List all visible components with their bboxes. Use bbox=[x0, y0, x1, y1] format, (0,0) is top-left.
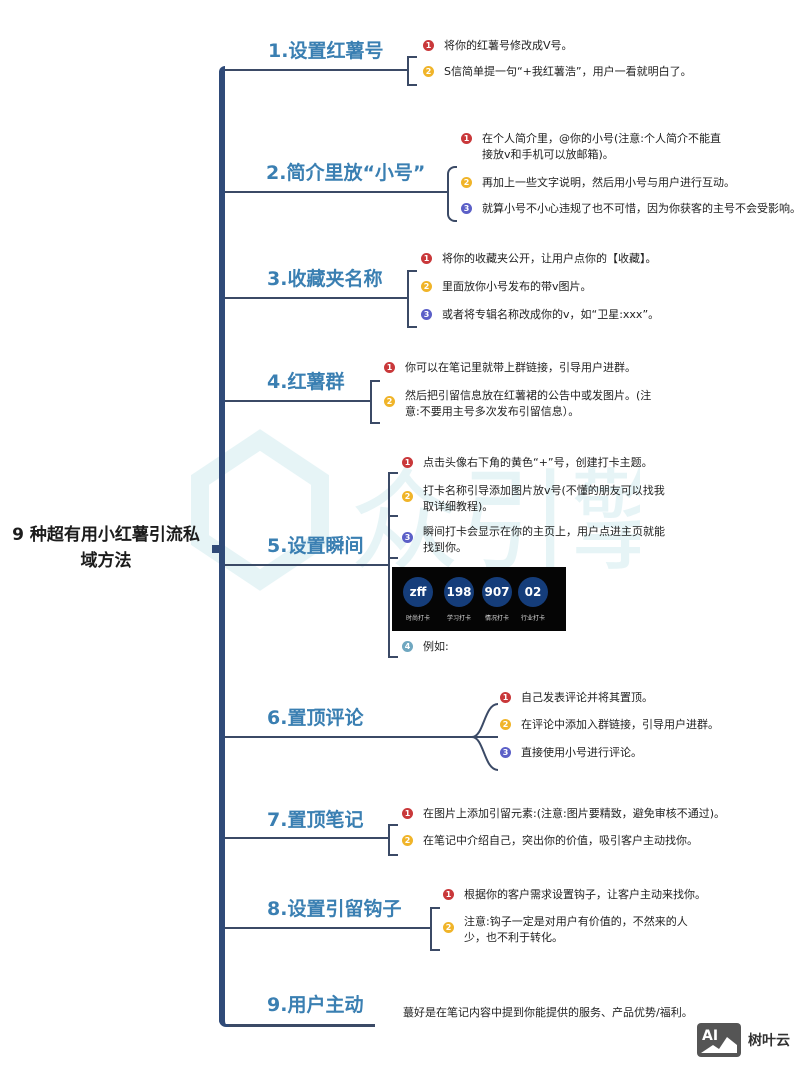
ai-image-logo-icon: AI bbox=[697, 1023, 741, 1057]
number-2-badge: 2 bbox=[461, 177, 472, 188]
number-3-badge: 3 bbox=[461, 203, 472, 214]
brand-name: 树叶云 bbox=[748, 1033, 790, 1049]
tick bbox=[388, 656, 398, 658]
tick bbox=[388, 557, 398, 559]
branch-8-line bbox=[225, 927, 430, 929]
branch-7-bracket bbox=[388, 824, 398, 856]
branch-6-title: 6.置顶评论 bbox=[267, 707, 364, 729]
number-1-badge: 1 bbox=[500, 692, 511, 703]
number-1-badge: 1 bbox=[402, 808, 413, 819]
number-3-badge: 3 bbox=[402, 532, 413, 543]
trunk-connector bbox=[212, 545, 220, 553]
number-2-badge: 2 bbox=[402, 491, 413, 502]
branch-3-bracket bbox=[407, 270, 417, 328]
number-2-badge: 2 bbox=[421, 281, 432, 292]
branch-5-line bbox=[225, 564, 389, 566]
branch-2-bracket bbox=[447, 166, 457, 222]
number-2-badge: 2 bbox=[402, 835, 413, 846]
number-3-badge: 3 bbox=[500, 747, 511, 758]
branch-4-bracket bbox=[370, 380, 380, 424]
tick bbox=[388, 472, 398, 474]
branch-2-title: 2.简介里放“小号” bbox=[266, 162, 426, 184]
branch-8-bracket bbox=[430, 907, 440, 951]
branch-7-title: 7.置顶笔记 bbox=[267, 809, 364, 831]
number-1-badge: 1 bbox=[423, 40, 434, 51]
branch-3-title: 3.收藏夹名称 bbox=[267, 268, 383, 290]
branch-4-line bbox=[225, 400, 370, 402]
number-3-badge: 3 bbox=[421, 309, 432, 320]
branch-9-note: 蕞好是在笔记内容中提到你能提供的服务、产品优势/福利。 bbox=[403, 1006, 693, 1019]
root-topic: 9 种超有用小红薯引流私域方法 bbox=[12, 525, 200, 571]
branch-9-title: 9.用户主动 bbox=[267, 994, 364, 1016]
branch-5-title: 5.设置瞬间 bbox=[267, 535, 364, 557]
watermark-logo: 众引擎 bbox=[191, 429, 640, 591]
number-1-badge: 1 bbox=[421, 253, 432, 264]
trunk-end-curve bbox=[219, 1020, 229, 1027]
branch-4-title: 4.红薯群 bbox=[267, 371, 345, 393]
number-4-badge: 4 bbox=[402, 641, 413, 652]
number-1-badge: 1 bbox=[384, 362, 395, 373]
number-2-badge: 2 bbox=[500, 719, 511, 730]
branch-9-line bbox=[225, 1024, 375, 1027]
branch-3-line bbox=[225, 297, 407, 299]
number-2-badge: 2 bbox=[384, 396, 395, 407]
tick bbox=[388, 515, 398, 517]
branch-7-line bbox=[225, 837, 388, 839]
branch-2-line bbox=[225, 191, 447, 193]
branch-1-bracket bbox=[407, 56, 417, 86]
branch-6-line bbox=[225, 736, 475, 738]
trunk-line bbox=[219, 66, 225, 1026]
branch-8-title: 8.设置引留钩子 bbox=[267, 898, 402, 920]
branch-1-line bbox=[225, 69, 407, 71]
number-1-badge: 1 bbox=[461, 133, 472, 144]
number-1-badge: 1 bbox=[443, 889, 454, 900]
number-2-badge: 2 bbox=[423, 66, 434, 77]
svg-text:众引擎: 众引擎 bbox=[350, 458, 640, 586]
number-1-badge: 1 bbox=[402, 457, 413, 468]
branch-5-spine bbox=[388, 472, 390, 658]
svg-text:AI: AI bbox=[702, 1028, 718, 1044]
branch-1-title: 1.设置红薯号 bbox=[268, 40, 384, 62]
number-2-badge: 2 bbox=[443, 922, 454, 933]
branch-6-curve-connector bbox=[471, 703, 499, 771]
